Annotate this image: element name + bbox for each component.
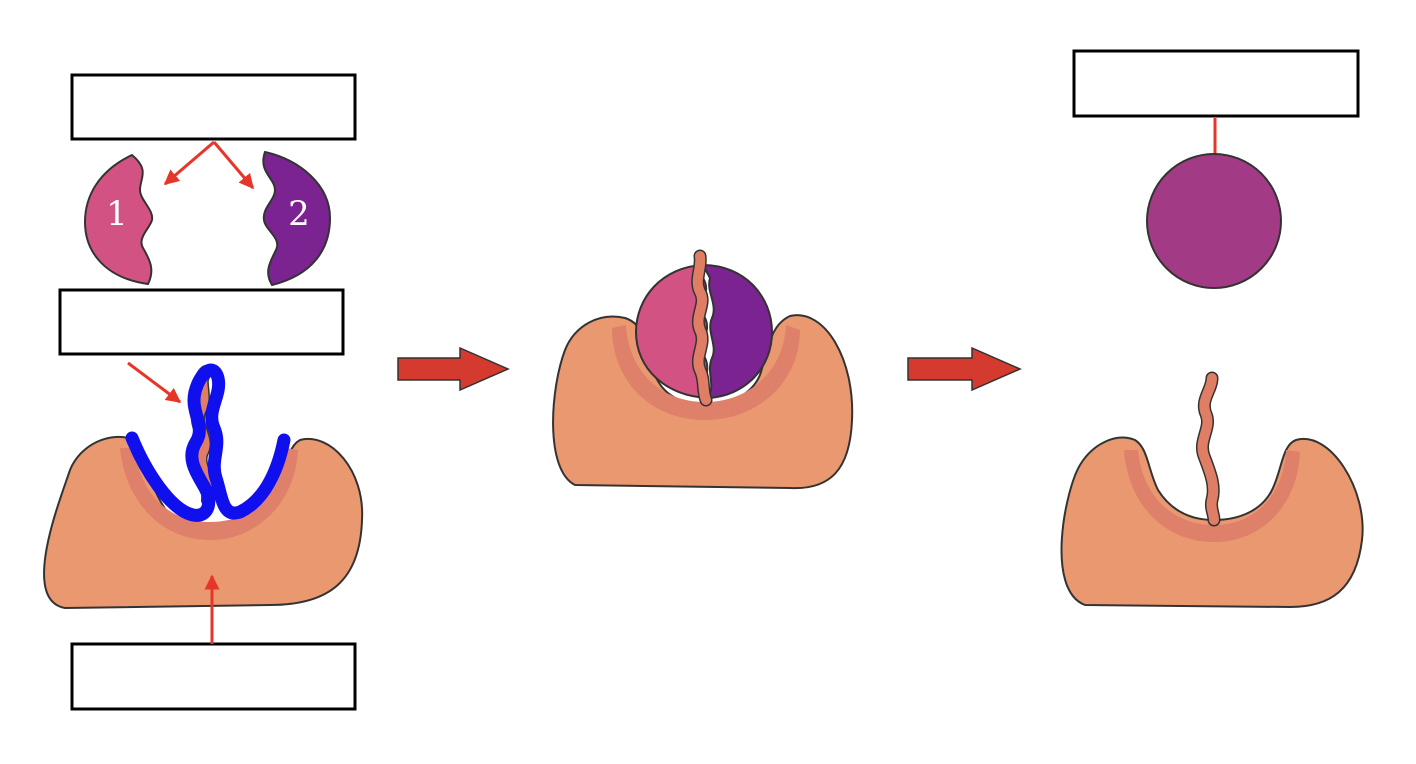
part-one-label: 1	[106, 194, 128, 234]
label-box-top-right[interactable]	[1072, 49, 1360, 118]
substrate-part-two	[262, 150, 332, 287]
pointer-to-part-two	[212, 141, 255, 190]
enzyme-right	[1060, 371, 1364, 609]
process-arrow-one	[397, 346, 510, 392]
label-box-middle-left[interactable]	[58, 288, 345, 356]
enzyme-substrate-complex	[552, 249, 854, 490]
label-box-bottom-left[interactable]	[70, 642, 357, 711]
label-box-top-left[interactable]	[70, 73, 357, 141]
released-product	[1146, 153, 1282, 289]
pointer-to-part-one	[163, 140, 215, 186]
blue-active-site-outline	[125, 363, 291, 522]
substrate-part-one	[83, 153, 154, 286]
pointer-to-blue-outline	[127, 361, 182, 404]
part-two-label: 2	[288, 194, 310, 234]
process-arrow-two	[907, 346, 1022, 392]
